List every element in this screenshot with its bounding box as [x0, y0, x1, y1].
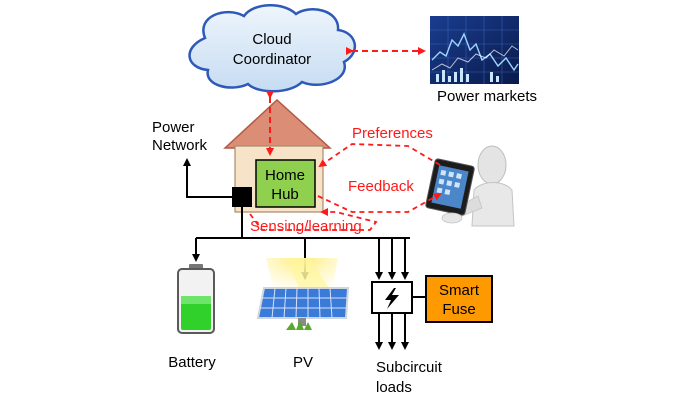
- cloud-label-line1: Cloud: [252, 31, 291, 48]
- preferences-label: Preferences: [352, 125, 433, 142]
- grid-connection-line: [183, 158, 232, 198]
- subcircuit-label-line1: Subcircuit: [376, 359, 443, 376]
- smart-fuse: Smart Fuse: [425, 275, 493, 323]
- smart-fuse-label-line2: Fuse: [442, 301, 475, 318]
- chart-thumbnail-icon: [430, 16, 519, 84]
- feedback-loop: [317, 193, 442, 213]
- cloud-icon: [188, 4, 357, 93]
- sensing-loop: [249, 208, 378, 231]
- preferences-loop: [318, 143, 441, 168]
- battery-label: Battery: [168, 354, 216, 371]
- home-hub-label-line1: Home: [265, 167, 305, 184]
- home-hub: Home Hub: [255, 159, 316, 208]
- solar-panel-icon: [256, 258, 350, 330]
- tablet-user-icon: [425, 145, 515, 227]
- cloud-label-line2: Coordinator: [233, 51, 311, 68]
- battery-icon: [177, 264, 215, 334]
- pv-label: PV: [293, 354, 313, 371]
- power-markets-label: Power markets: [437, 88, 537, 105]
- subcircuit-switch: [371, 281, 426, 350]
- power-network-label-line1: Power: [152, 119, 195, 136]
- power-network-label-line2: Network: [152, 137, 208, 154]
- power-markets: Power markets: [430, 16, 537, 105]
- home-hub-label-line2: Hub: [271, 186, 299, 203]
- meter: [232, 187, 252, 207]
- smart-fuse-label-line1: Smart: [439, 282, 480, 299]
- feedback-label: Feedback: [348, 178, 414, 195]
- cloud-coordinator: Cloud Coordinator: [188, 4, 357, 93]
- sensing-label: Sensing/learning: [250, 218, 362, 235]
- distribution-bus: [192, 207, 410, 280]
- power-network: Power Network: [152, 119, 208, 154]
- subcircuit-label-line2: loads: [376, 379, 412, 396]
